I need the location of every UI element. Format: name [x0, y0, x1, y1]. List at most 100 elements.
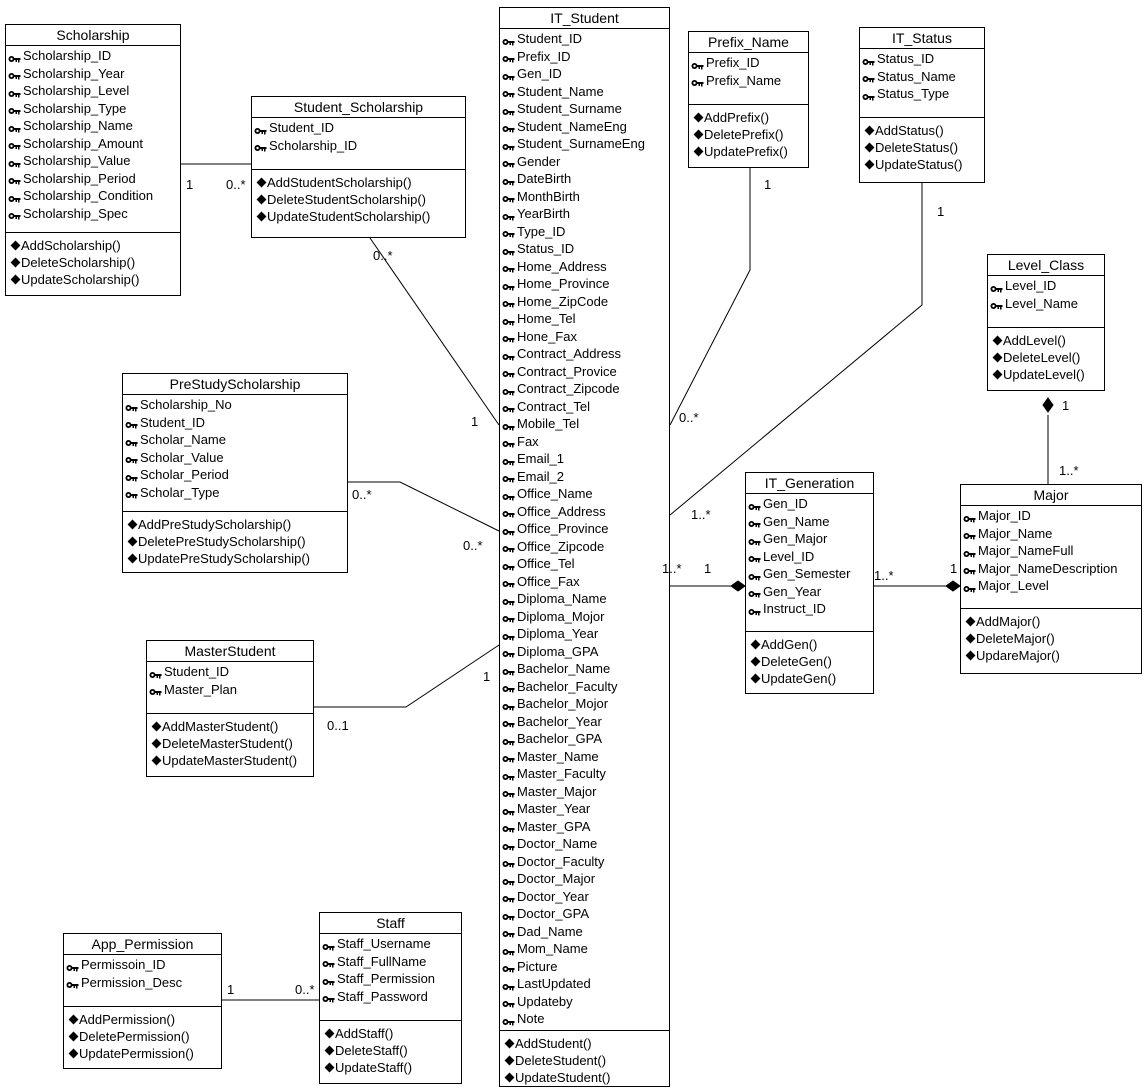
attribute-label: YearBirth	[517, 206, 570, 221]
multiplicity-label: 1	[227, 982, 235, 997]
attribute-key-icon	[8, 51, 21, 63]
attribute-key-icon	[502, 279, 515, 291]
multiplicity-label: 1	[704, 561, 712, 576]
attribute-label: Type_ID	[517, 223, 566, 239]
operation-row: AddStatus()	[864, 122, 982, 139]
attribute-key-icon	[502, 244, 515, 256]
attribute-label: Bachelor_Mojor	[517, 696, 609, 711]
operation-list: AddLevel()DeleteLevel()UpdateLevel()	[988, 328, 1104, 387]
operation-row: DeleteLevel()	[992, 349, 1102, 366]
attribute-label: Scholar_Value	[140, 449, 224, 465]
attribute-label: Office_Zipcode	[517, 538, 605, 554]
attribute-label: Major_NameFull	[978, 543, 1074, 558]
attribute-key-icon	[502, 821, 515, 833]
attribute-label: Bachelor_GPA	[517, 731, 603, 746]
operation-list: AddStudent()DeleteStudent()UpdateStudent…	[500, 1031, 669, 1090]
attribute-label: Major_Name	[978, 525, 1053, 541]
operation-label: AddStudent()	[515, 1035, 592, 1051]
operation-row: AddMasterStudent()	[151, 718, 311, 735]
operation-label: DeletePrefix()	[704, 126, 784, 142]
attribute-label: Diploma_Year	[517, 626, 599, 641]
multiplicity-label: 0..1	[327, 718, 349, 733]
operation-diamond-icon	[10, 240, 21, 251]
attribute-label: Scholar_Name	[140, 432, 226, 447]
attribute-label: Scholarship_Amount	[23, 135, 143, 151]
assoc-masterstudent-itstudent	[314, 644, 500, 708]
operation-row: UpdateStaff()	[324, 1059, 459, 1076]
attribute-row: Student_Surname	[502, 100, 667, 118]
attribute-row: Scholarship_Amount	[8, 135, 178, 153]
attribute-row: Office_Name	[502, 485, 667, 503]
attribute-key-icon	[149, 667, 162, 679]
attribute-label: Diploma_Mojor	[517, 608, 605, 624]
operation-row: DeletePermission()	[68, 1028, 219, 1045]
class-name: Prefix_Name	[689, 32, 808, 53]
operation-label: UpdateStatus()	[875, 156, 963, 172]
attribute-key-icon	[66, 977, 79, 989]
attribute-key-icon	[254, 140, 267, 152]
attribute-row: Gen_ID	[502, 65, 667, 83]
operation-label: DeleteLevel()	[1003, 349, 1081, 365]
operation-diamond-icon	[965, 616, 976, 627]
attribute-label: Student_SurnameEng	[517, 136, 645, 151]
attribute-row: Gen_Name	[748, 513, 871, 531]
attribute-row: Student_Name	[502, 83, 667, 101]
operation-diamond-icon	[324, 1028, 335, 1039]
attribute-row: Scholarship_No	[125, 396, 345, 414]
attribute-row: Instruct_ID	[748, 600, 871, 618]
attribute-label: Mobile_Tel	[517, 416, 580, 431]
attribute-key-icon	[502, 594, 515, 606]
attribute-label: Gen_ID	[517, 66, 562, 81]
attribute-row: Gen_Semester	[748, 565, 871, 583]
attribute-key-icon	[990, 281, 1003, 293]
attribute-key-icon	[963, 563, 976, 575]
attribute-row: Level_ID	[990, 277, 1102, 295]
attribute-key-icon	[691, 75, 704, 87]
operation-diamond-icon	[151, 721, 162, 732]
attribute-key-icon	[8, 191, 21, 203]
attribute-row: Gen_ID	[748, 495, 871, 513]
attribute-label: Dad_Name	[517, 923, 583, 939]
attribute-key-icon	[862, 89, 875, 101]
attribute-row: Mobile_Tel	[502, 415, 667, 433]
attribute-label: Doctor_Major	[517, 871, 596, 886]
attribute-key-icon	[254, 123, 267, 135]
operation-diamond-icon	[693, 112, 704, 123]
operation-row: DeleteStaff()	[324, 1042, 459, 1059]
attribute-key-icon	[502, 839, 515, 851]
operation-label: AddStudentScholarship()	[267, 174, 412, 190]
operation-diamond-icon	[10, 257, 21, 268]
operation-list: AddMasterStudent()DeleteMasterStudent()U…	[147, 714, 313, 773]
operation-label: DeleteStudentScholarship()	[267, 191, 426, 207]
operation-label: UpdateMasterStudent()	[162, 752, 298, 768]
attribute-row: Major_NameFull	[963, 542, 1139, 560]
attribute-key-icon	[502, 209, 515, 221]
composition-diamond-levelclass	[1042, 397, 1054, 413]
attribute-row: Scholarship_ID	[254, 137, 463, 155]
operation-diamond-icon	[965, 633, 976, 644]
attribute-row: Note	[502, 1010, 667, 1028]
attribute-key-icon	[502, 769, 515, 781]
attribute-row: Major_Level	[963, 577, 1139, 595]
attribute-label: Scholarship_Year	[23, 65, 125, 81]
attribute-row: Doctor_Name	[502, 835, 667, 853]
operation-diamond-icon	[965, 650, 976, 661]
operation-label: AddMajor()	[976, 613, 1041, 629]
attribute-row: LastUpdated	[502, 975, 667, 993]
attribute-label: Contract_Zipcode	[517, 381, 620, 396]
attribute-row: Diploma_Mojor	[502, 608, 667, 626]
attribute-label: Doctor_Name	[517, 836, 598, 851]
attribute-row: Bachelor_GPA	[502, 730, 667, 748]
attribute-key-icon	[502, 174, 515, 186]
operation-diamond-icon	[324, 1062, 335, 1073]
class-name: App_Permission	[64, 934, 221, 955]
multiplicity-label: 1..*	[1059, 463, 1079, 478]
attribute-row: Home_Tel	[502, 310, 667, 328]
attribute-row: Diploma_Year	[502, 625, 667, 643]
operation-label: UpdatePreStudyScholarship()	[138, 550, 310, 566]
